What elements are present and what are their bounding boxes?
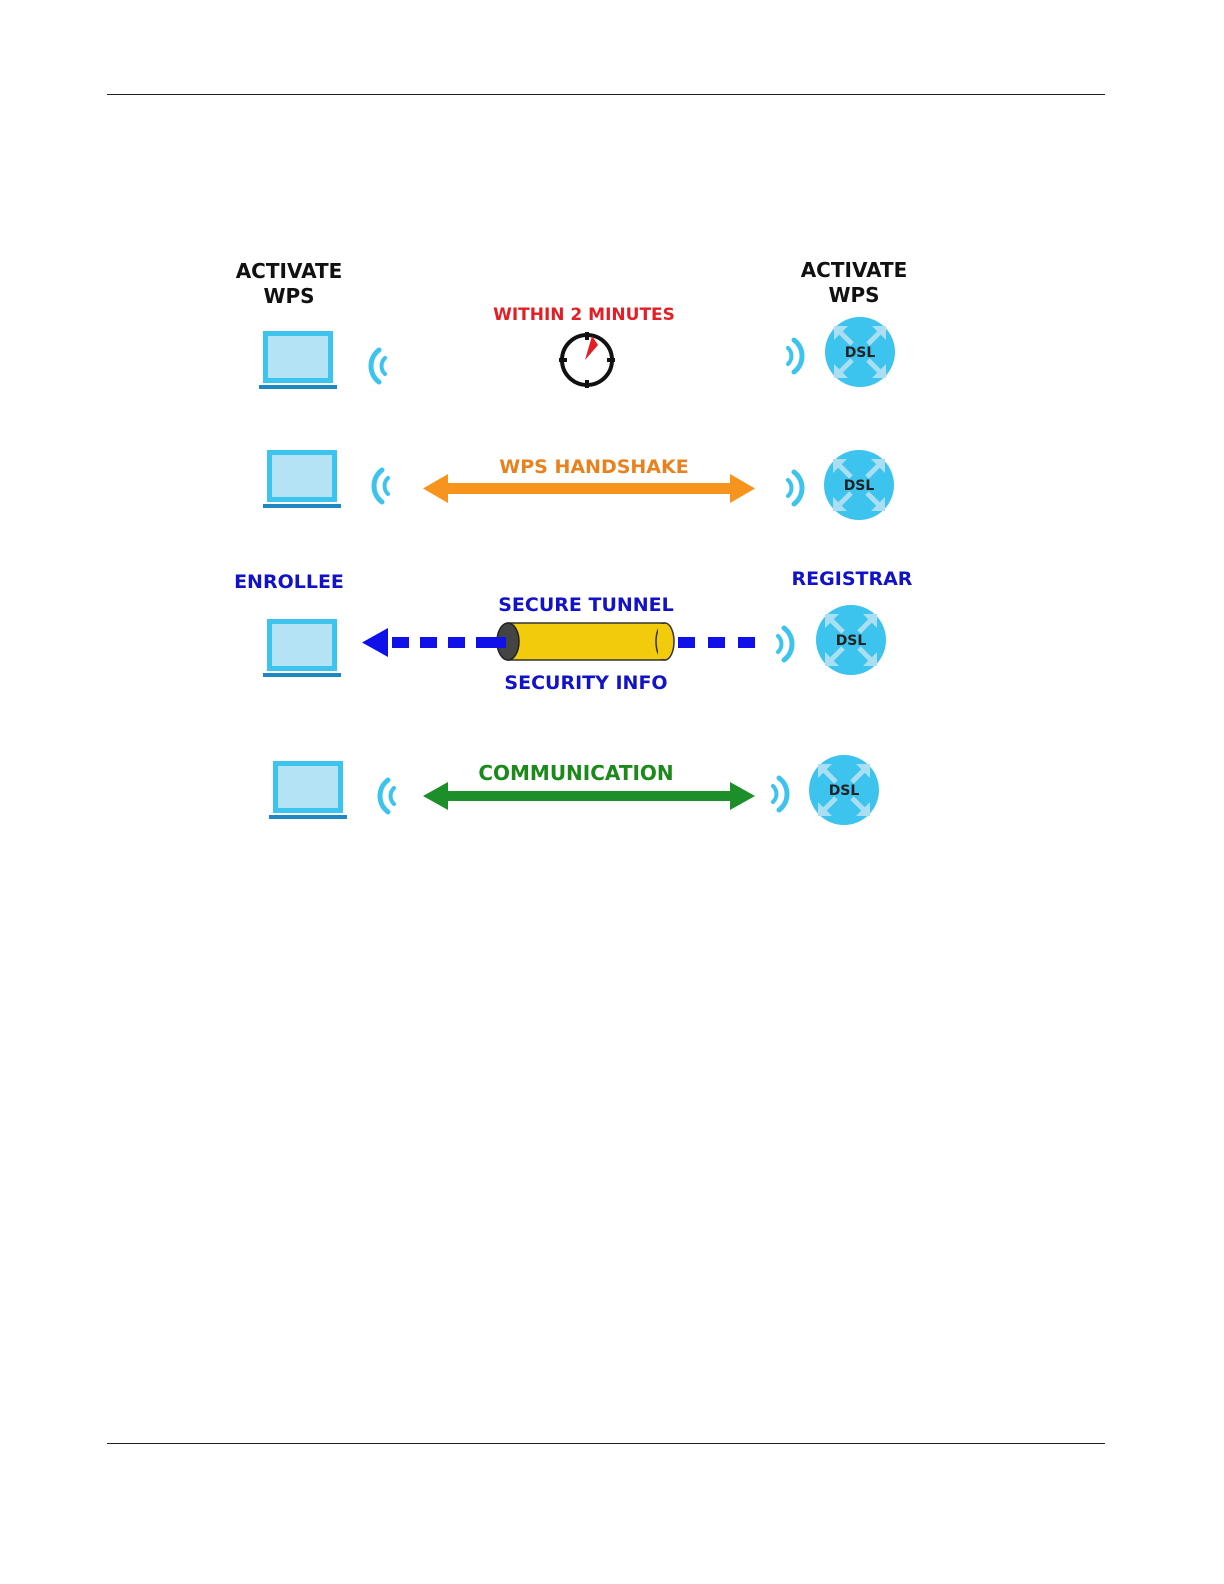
communication-arrow xyxy=(423,782,755,810)
step1-client-label-line2: WPS xyxy=(263,284,314,308)
client-laptop-icon xyxy=(263,450,341,508)
secure-tunnel-label: SECURE TUNNEL xyxy=(498,594,674,616)
enrollee-label: ENROLLEE xyxy=(234,571,344,593)
communication-label: COMMUNICATION xyxy=(478,761,673,785)
timer-label: WITHIN 2 MINUTES xyxy=(493,305,675,325)
registrar-label: REGISTRAR xyxy=(792,568,913,590)
dsl-badge: DSL xyxy=(829,783,860,799)
secure-tunnel-icon xyxy=(493,623,674,660)
ap-wireless-icon xyxy=(778,628,792,660)
dsl-badge: DSL xyxy=(844,478,875,494)
client-laptop-icon xyxy=(269,761,347,819)
client-laptop-icon xyxy=(259,331,337,389)
ap-wireless-icon xyxy=(788,472,802,504)
client-wireless-icon xyxy=(374,470,388,502)
dsl-badge: DSL xyxy=(836,633,867,649)
dsl-badge: DSL xyxy=(845,345,876,361)
ap-wireless-icon xyxy=(773,778,787,810)
client-wireless-icon xyxy=(380,780,394,812)
client-laptop-icon xyxy=(263,619,341,677)
security-info-label: SECURITY INFO xyxy=(504,672,667,694)
client-wireless-icon xyxy=(371,350,385,382)
ap-wireless-icon xyxy=(788,340,802,372)
handshake-label: WPS HANDSHAKE xyxy=(499,456,688,478)
step1-ap-label-line2: WPS xyxy=(828,283,879,307)
step1-client-label-line1: ACTIVATE xyxy=(236,259,343,283)
handshake-arrow xyxy=(423,474,755,503)
step1-ap-label-line1: ACTIVATE xyxy=(801,258,908,282)
stopwatch-icon xyxy=(559,332,615,388)
